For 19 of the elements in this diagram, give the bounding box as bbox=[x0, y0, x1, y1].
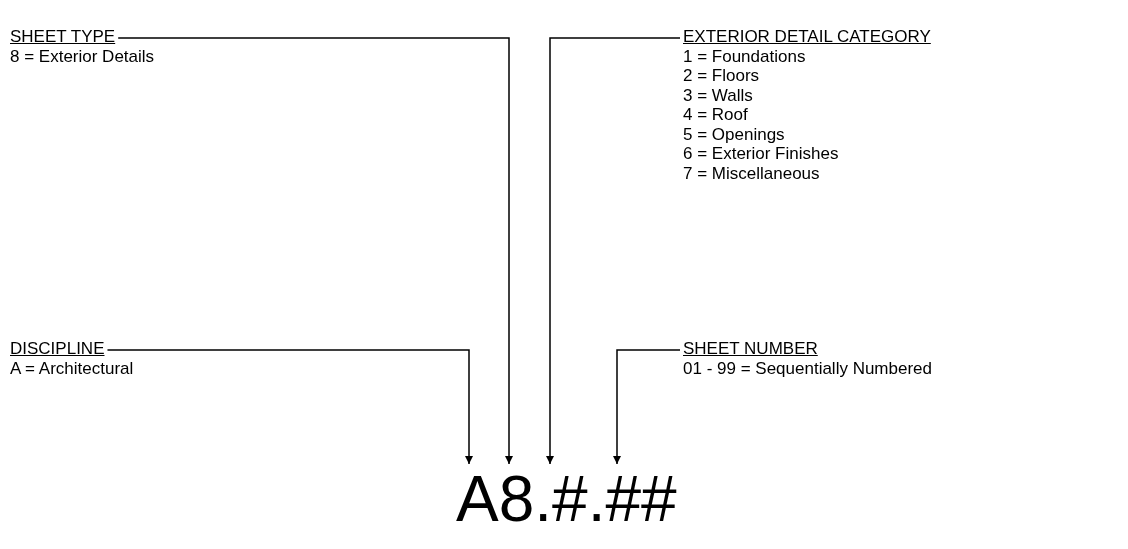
heading: SHEET TYPE bbox=[10, 27, 116, 47]
leader-line bbox=[546, 37, 681, 465]
sheet-code-text: A8.#.## bbox=[456, 466, 677, 532]
code-definition: A = Architectural bbox=[10, 358, 134, 378]
code-definition: 6 = Exterior Finishes bbox=[683, 144, 840, 164]
leader-line bbox=[117, 37, 513, 465]
code-definition: 5 = Openings bbox=[683, 124, 786, 144]
code-definition: 1 = Foundations bbox=[683, 46, 807, 66]
code-definition: 2 = Floors bbox=[683, 66, 761, 86]
code-definition: 8 = Exterior Details bbox=[10, 46, 155, 66]
code-definition: 01 - 99 = Sequentially Numbered bbox=[683, 358, 932, 378]
leader-line bbox=[106, 349, 473, 465]
leader-line bbox=[613, 349, 681, 465]
heading: DISCIPLINE bbox=[10, 339, 105, 359]
heading: SHEET NUMBER bbox=[683, 339, 818, 359]
code-definition: 7 = Miscellaneous bbox=[683, 163, 821, 183]
heading: EXTERIOR DETAIL CATEGORY bbox=[683, 27, 931, 47]
code-definition: 4 = Roof bbox=[683, 105, 749, 125]
code-definition: 3 = Walls bbox=[683, 85, 754, 105]
